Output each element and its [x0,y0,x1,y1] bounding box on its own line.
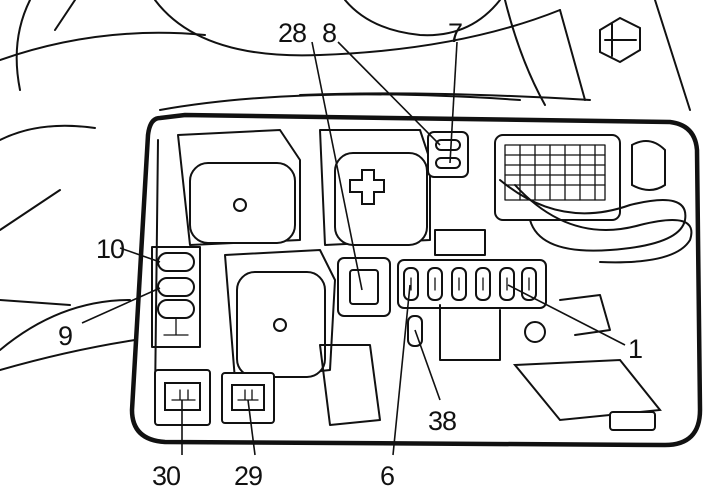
relay-center-socket [319,129,431,246]
bg-arc-left-2 [0,189,61,231]
callout-29: 29 [234,461,262,491]
bg-arc-low [0,299,131,351]
callout-10: 10 [96,234,124,264]
relay-10 [157,252,195,272]
callout-6: 6 [380,461,394,491]
bg-upper-rail [159,93,521,111]
bracket-right [559,294,611,336]
leader-29 [247,399,256,456]
relay-lower-socket [224,249,336,381]
lower-center-slot [319,344,381,426]
relay-center-body [334,152,428,246]
cross-terminal-icon [349,169,385,205]
bg-wheel-arc [154,0,561,57]
fuse-row [397,229,547,347]
leader-28 [311,41,363,291]
relay-9-terminal [163,317,189,336]
relay-top-center [319,129,431,246]
callout-28: 28 [278,18,306,48]
connector-grid-frame [504,144,606,201]
connector-30-pins [171,389,196,401]
leader-8 [337,41,441,146]
bg-upper-rail-2 [299,92,591,101]
small-relay-column [151,246,201,348]
bracket-lower [439,304,501,361]
bg-arc-low-2 [0,299,71,306]
relay-lower-pin [273,318,287,332]
bolt-lower [524,321,546,343]
leader-6 [392,284,411,456]
side-clip [631,140,666,191]
fuse-8 [435,139,461,151]
callout-labels: 28 8 7 10 9 1 38 30 29 6 [58,18,643,491]
leader-7 [449,41,458,164]
callout-30: 30 [152,461,180,491]
fuse-blades [410,277,530,291]
leader-1 [507,284,626,346]
cover-tab [512,358,662,422]
fuse-box-housing [129,112,703,448]
connector-housing [494,134,621,221]
leader-lines [81,41,626,456]
bg-wheel-arc-inner [344,0,501,37]
relay-top-left [177,129,301,246]
bg-left-curve [15,0,31,91]
callout-38: 38 [428,406,456,436]
connector-top-right [494,134,693,264]
bg-arc-low-3 [0,339,136,371]
relay-pin [233,198,247,212]
callout-7: 7 [448,18,462,48]
callout-8: 8 [322,18,336,48]
bg-strut-2 [559,9,586,101]
relay-lower-left [224,249,336,381]
bg-strut [504,0,546,106]
leader-38 [414,329,441,401]
wire-harness-loop-2 [514,184,693,264]
relay-socket-outline [177,129,301,246]
bg-arc-top [0,31,206,61]
bolt-detail [604,23,637,57]
connectors-bottom-left [154,369,275,426]
fuse-row-clip [434,229,486,256]
relay-28 [337,257,391,317]
bg-left-stroke [54,0,76,31]
fuse-7 [435,157,461,169]
background-lines [0,0,691,371]
wire-harness-loop [499,179,687,252]
small-relay-frame [151,246,201,348]
bg-strut-right [654,0,691,111]
bg-arc-left [0,124,96,141]
connector-grid-pins [504,144,606,201]
lower-right-components [319,294,662,431]
relay-9-lower [157,299,195,319]
relay-9-upper [157,277,195,297]
callout-9: 9 [58,321,72,351]
leader-9 [81,287,161,324]
relay-28-body [349,269,379,305]
callout-1: 1 [628,334,642,364]
housing-inner-left-edge [154,139,159,401]
leader-10 [119,247,161,263]
tab-latch [609,411,656,431]
